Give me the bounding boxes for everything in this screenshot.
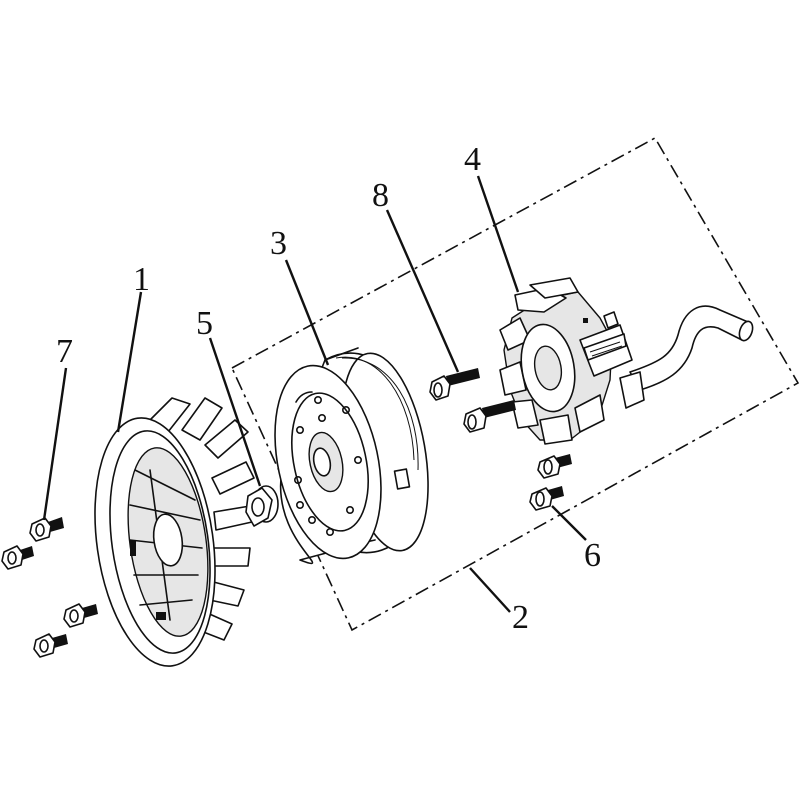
label-part-8: 8: [372, 177, 389, 214]
bolt-7-d: [33, 633, 68, 658]
leader-3: [284, 259, 330, 366]
bolt-7-b: [1, 545, 34, 570]
screw-6-b: [529, 486, 564, 511]
leader-7: [42, 367, 68, 521]
flange-nut: [245, 485, 279, 527]
leader-6: [551, 505, 587, 541]
bolt-7-a: [29, 517, 64, 542]
leader-4: [476, 175, 520, 293]
label-part-1: 1: [133, 261, 150, 298]
stator: [499, 277, 754, 445]
bolt-7-c: [63, 603, 98, 628]
fan-flywheel: [94, 397, 255, 667]
label-part-7: 7: [56, 333, 73, 370]
label-part-6: 6: [584, 537, 601, 574]
leader-8: [385, 209, 460, 373]
screw-8-a: [429, 368, 480, 401]
leader-1: [116, 291, 143, 433]
label-part-4: 4: [464, 141, 481, 178]
leader-2: [469, 567, 511, 613]
label-part-5: 5: [196, 305, 213, 342]
label-part-3: 3: [270, 225, 287, 262]
screw-8-b: [463, 400, 516, 433]
rotor-flywheel: [274, 347, 429, 565]
label-part-2: 2: [512, 599, 529, 636]
screw-6-a: [537, 454, 572, 479]
leader-5: [208, 337, 262, 487]
